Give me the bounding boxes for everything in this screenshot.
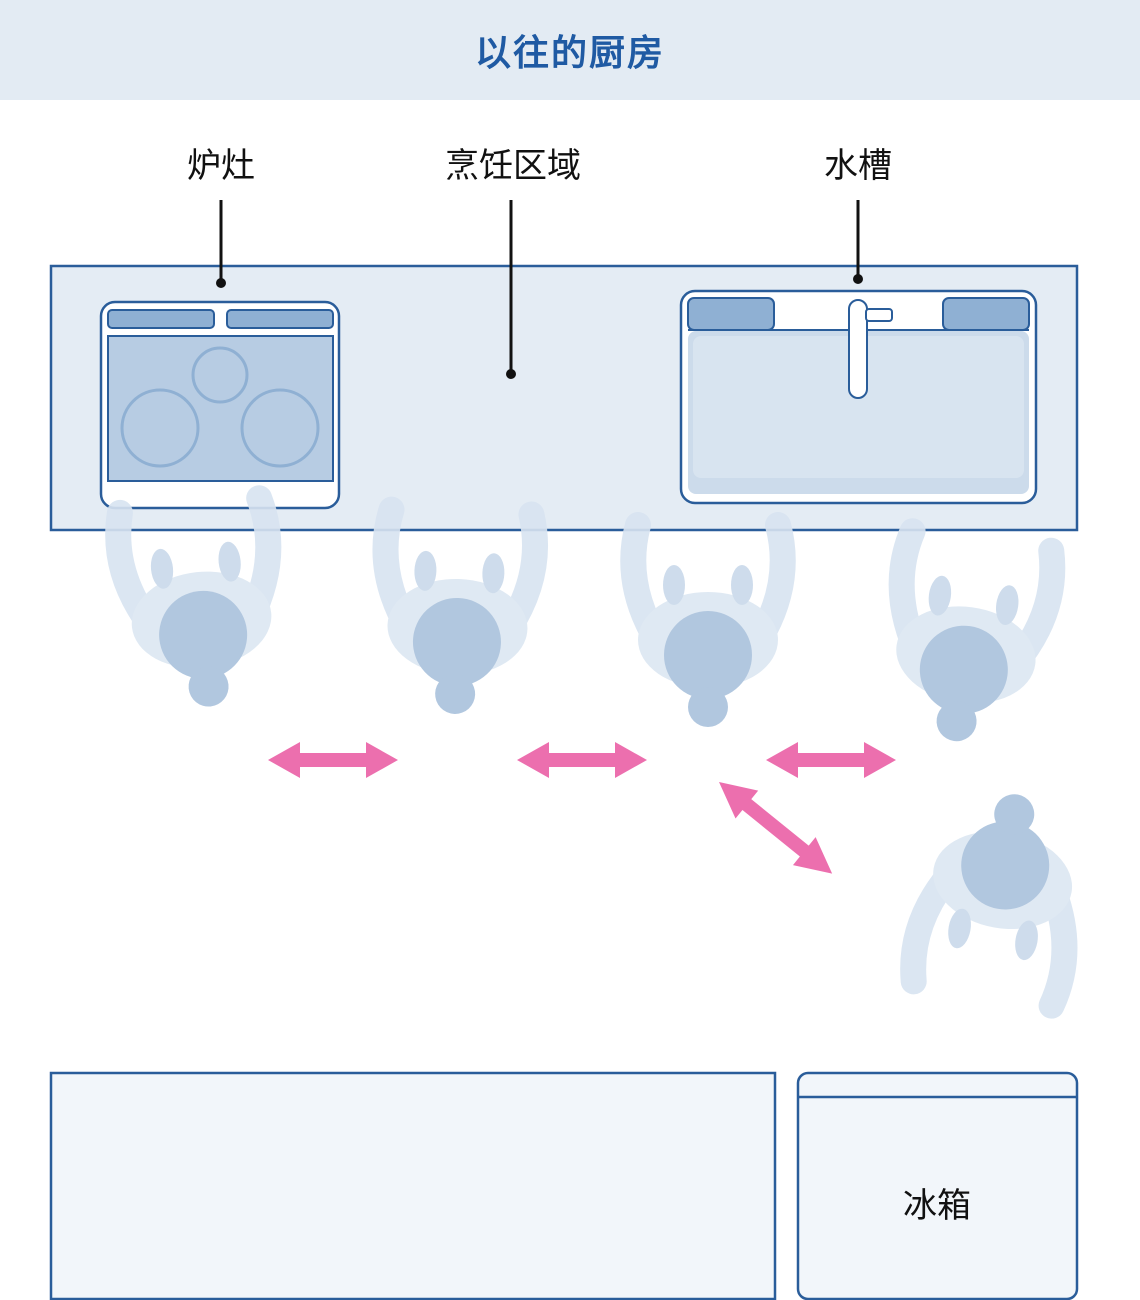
stove-leader-dot [216, 278, 226, 288]
burner-icon [240, 388, 320, 468]
double-arrow-icon [268, 742, 398, 778]
sink-leader-dot [853, 274, 863, 284]
stove-drawing [99, 300, 341, 510]
cooking-area-leader-dot [506, 369, 516, 379]
refrigerator-label: 冰箱 [903, 1186, 971, 1226]
header-bar: 以往的厨房 [0, 0, 1140, 100]
cooking-area-label: 烹饪区域 [445, 146, 581, 186]
double-arrow-icon [707, 768, 844, 888]
page-title: 以往的厨房 [474, 33, 665, 74]
sink-drawing [679, 289, 1038, 505]
leader-lines [219, 200, 860, 373]
refrigerator-drawing [796, 1071, 1079, 1300]
sink-label: 水槽 [824, 146, 892, 186]
stove-label: 炉灶 [187, 146, 255, 186]
double-arrow-icon [766, 742, 896, 778]
lower-counter [49, 1071, 777, 1300]
faucet-icon [848, 299, 868, 399]
burner-icon [191, 346, 249, 404]
person-icon [880, 531, 1056, 752]
person-icon [909, 782, 1091, 1007]
person-icon [633, 525, 782, 727]
person-icon [380, 509, 536, 716]
burner-icon [120, 388, 200, 468]
double-arrow-icon [517, 742, 647, 778]
